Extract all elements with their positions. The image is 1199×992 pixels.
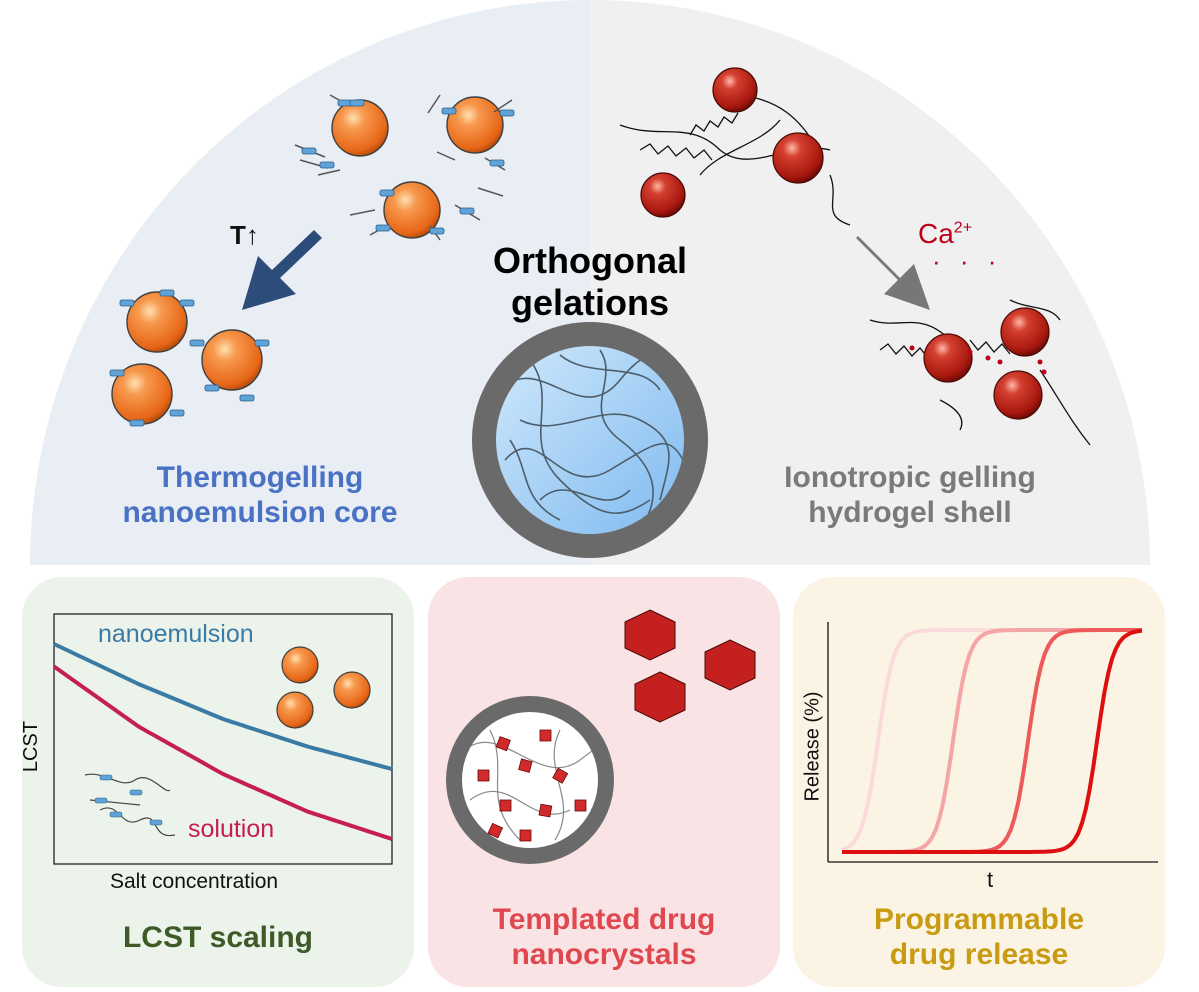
release-axes	[827, 622, 1158, 863]
top-half-right-background	[590, 0, 1150, 565]
nanocrystal-droplet	[446, 696, 614, 864]
core-label-line1: Thermogelling	[156, 461, 364, 494]
nanocrystal-title-line1: Templated drug	[492, 903, 716, 936]
temperature-label: T↑	[230, 220, 259, 250]
core-label: Thermogelling nanoemulsion core	[90, 460, 430, 531]
calcium-symbol: Ca	[918, 218, 954, 249]
release-panel-title: Programmable drug release	[793, 902, 1165, 973]
top-half-left-background	[30, 0, 590, 565]
release-curves	[841, 628, 1143, 854]
lcst-xlabel: Salt concentration	[110, 870, 279, 893]
lcst-line-solution	[52, 664, 393, 841]
lcst-solution-segments	[94, 774, 163, 826]
shell-label-line1: Ionotropic gelling	[784, 461, 1036, 494]
release-xlabel: t	[987, 867, 994, 892]
lcst-line-nanoemulsion	[53, 642, 393, 771]
shell-label: Ionotropic gelling hydrogel shell	[740, 460, 1080, 531]
center-title-line1: Orthogonal	[493, 240, 687, 281]
lcst-plot-frame	[53, 613, 393, 865]
drug-nanocrystals	[477, 729, 587, 842]
alginate-droplets-gelled	[923, 307, 1050, 420]
release-title-line2: drug release	[889, 938, 1069, 972]
release-curve-4	[842, 628, 1143, 854]
lcst-lines	[52, 642, 393, 841]
calcium-label: Ca2+	[918, 218, 972, 250]
release-title-line1: Programmable	[873, 903, 1085, 936]
release-ylabel: Release (%)	[801, 691, 824, 802]
lcst-series-solution-label: solution	[188, 815, 275, 843]
alginate-droplets-before	[640, 67, 824, 218]
center-title: Orthogonal gelations	[440, 240, 740, 325]
calcium-ions-bound	[909, 345, 1047, 375]
core-shell-droplet	[472, 322, 708, 558]
nanoemulsion-droplets-gelled	[111, 291, 263, 425]
lcst-ylabel: LCST	[20, 720, 43, 773]
ionic-arrow	[856, 236, 930, 310]
lcst-droplet-inset	[276, 646, 371, 729]
surfactant-segments-gelled	[109, 289, 270, 427]
surfactant-segments-before	[301, 99, 515, 235]
core-label-line2: nanoemulsion core	[122, 496, 398, 530]
nanocrystal-cluster	[624, 609, 756, 723]
lcst-panel-background	[22, 577, 414, 987]
nanocrystal-title-line2: nanocrystals	[511, 938, 697, 972]
polymer-chains-gelled	[869, 299, 1091, 446]
thermo-arrow	[242, 230, 322, 310]
calcium-dots: · · ·	[932, 246, 1003, 276]
lcst-panel-title: LCST scaling	[122, 921, 314, 954]
nanoemulsion-droplets-before	[331, 96, 504, 239]
calcium-charge: 2+	[953, 219, 973, 237]
lcst-series-nanoemulsion-label: nanoemulsion	[98, 620, 254, 648]
nanocrystal-panel-title: Templated drug nanocrystals	[428, 902, 780, 973]
shell-label-line2: hydrogel shell	[808, 496, 1012, 530]
center-title-line2: gelations	[510, 282, 670, 324]
